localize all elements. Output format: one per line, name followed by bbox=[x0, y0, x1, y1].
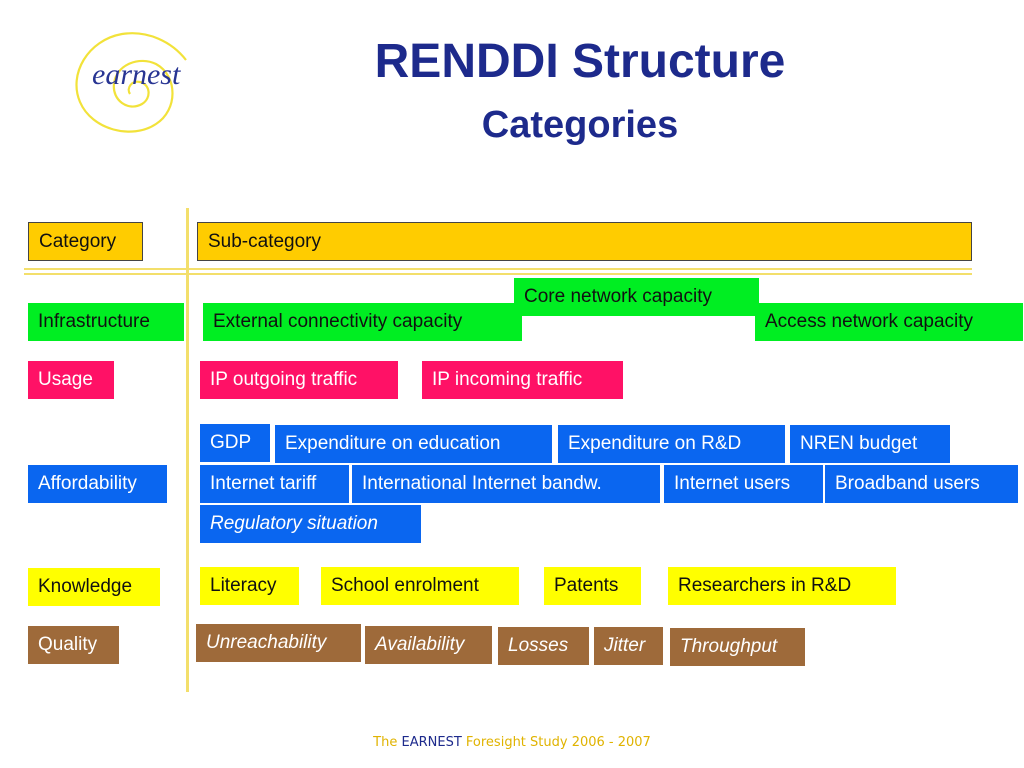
subcategory-internet-tariff: Internet tariff bbox=[200, 465, 349, 503]
subcategory-school-enrolment: School enrolment bbox=[321, 567, 519, 605]
page-subtitle: Categories bbox=[481, 104, 679, 146]
footer-prefix: The bbox=[373, 735, 398, 750]
horizontal-divider-bottom bbox=[24, 273, 972, 275]
subcategory-ip-outgoing-traffic: IP outgoing traffic bbox=[200, 361, 398, 399]
subcategory-internet-users: Internet users bbox=[664, 465, 823, 503]
subcategory-losses: Losses bbox=[498, 627, 589, 665]
subcategory-jitter: Jitter bbox=[594, 627, 663, 665]
category-knowledge: Knowledge bbox=[28, 568, 160, 606]
vertical-divider bbox=[186, 208, 189, 692]
subcategory-literacy: Literacy bbox=[200, 567, 299, 605]
category-usage: Usage bbox=[28, 361, 114, 399]
subcategory-throughput: Throughput bbox=[670, 628, 805, 666]
subcategory-broadband-users: Broadband users bbox=[825, 465, 1018, 503]
logo-text: earnest bbox=[92, 58, 181, 91]
subcategory-patents: Patents bbox=[544, 567, 641, 605]
subcategory-core-network-capacity: Core network capacity bbox=[514, 278, 759, 316]
subcategory-nren-budget: NREN budget bbox=[790, 425, 950, 463]
subcategory-external-connectivity-capacity: External connectivity capacity bbox=[203, 303, 522, 341]
page-title: RENDDI Structure bbox=[374, 35, 786, 88]
subcategory-expenditure-on-rd: Expenditure on R&D bbox=[558, 425, 785, 463]
subcategory-expenditure-on-education: Expenditure on education bbox=[275, 425, 552, 463]
horizontal-divider-top bbox=[24, 268, 972, 270]
subcategory-ip-incoming-traffic: IP incoming traffic bbox=[422, 361, 623, 399]
category-infrastructure: Infrastructure bbox=[28, 303, 184, 341]
subcategory-access-network-capacity: Access network capacity bbox=[755, 303, 1023, 341]
category-header: Category bbox=[28, 222, 143, 261]
subcategory-availability: Availability bbox=[365, 626, 492, 664]
footer-suffix: Foresight Study 2006 - 2007 bbox=[465, 735, 651, 750]
footer-brand: EARNEST bbox=[401, 735, 462, 750]
footer: The EARNEST Foresight Study 2006 - 2007 bbox=[0, 735, 1024, 750]
subcategory-regulatory-situation: Regulatory situation bbox=[200, 505, 421, 543]
subcategory-header: Sub-category bbox=[197, 222, 972, 261]
subcategory-gdp: GDP bbox=[200, 424, 270, 462]
subcategory-international-internet-bandwidth: International Internet bandw. bbox=[352, 465, 660, 503]
earnest-logo-swirl bbox=[75, 32, 187, 133]
subcategory-researchers-in-rd: Researchers in R&D bbox=[668, 567, 896, 605]
category-quality: Quality bbox=[28, 626, 119, 664]
subcategory-unreachability: Unreachability bbox=[196, 624, 361, 662]
category-affordability: Affordability bbox=[28, 465, 167, 503]
